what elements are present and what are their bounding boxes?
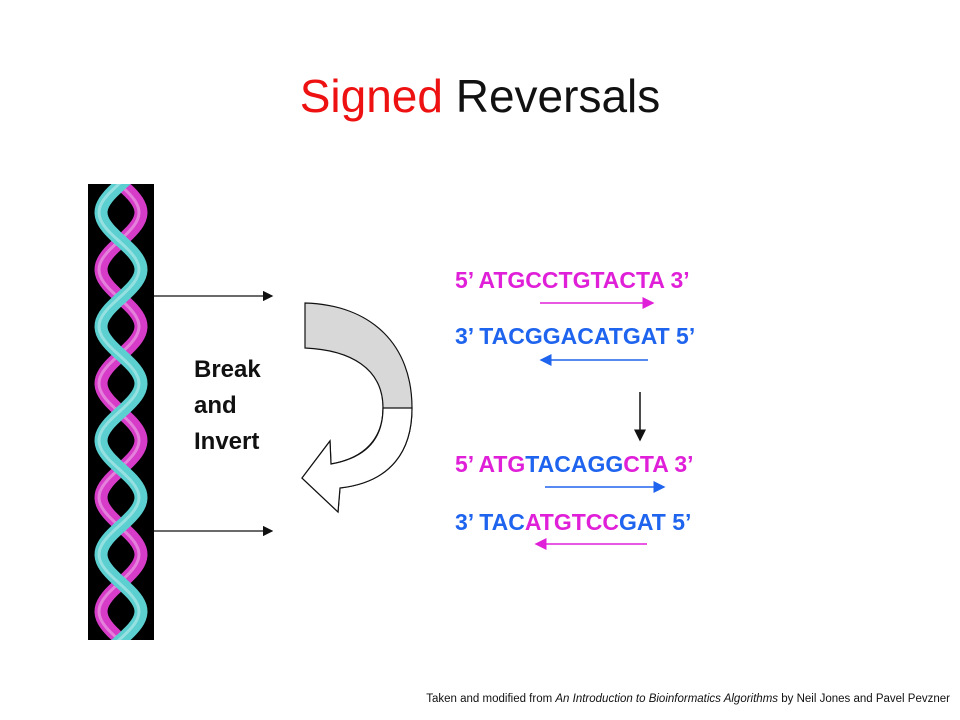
helix-strands xyxy=(94,184,148,640)
helix-strand-cyan-highlight xyxy=(97,184,141,640)
break-and-invert-label: Break and Invert xyxy=(194,356,261,455)
helix-strand-cyan xyxy=(94,184,148,640)
sequence-before-top: 5’ ATGCCTGTACTA 3’ xyxy=(455,267,690,293)
page-title: Signed Reversals xyxy=(0,68,960,124)
citation-footnote: Taken and modified from An Introduction … xyxy=(426,693,950,705)
title-word-reversals: Reversals xyxy=(455,70,661,122)
sequence-after-bottom: 3’ TACATGTCCGAT 5’ xyxy=(455,509,692,535)
title-word-signed: Signed xyxy=(299,70,443,122)
sequence-before-bottom: 3’ TACGGACATGAT 5’ xyxy=(455,323,696,349)
sequence-after-top: 5’ ATGTACAGGCTA 3’ xyxy=(455,451,694,477)
dna-helix-image xyxy=(88,184,154,640)
